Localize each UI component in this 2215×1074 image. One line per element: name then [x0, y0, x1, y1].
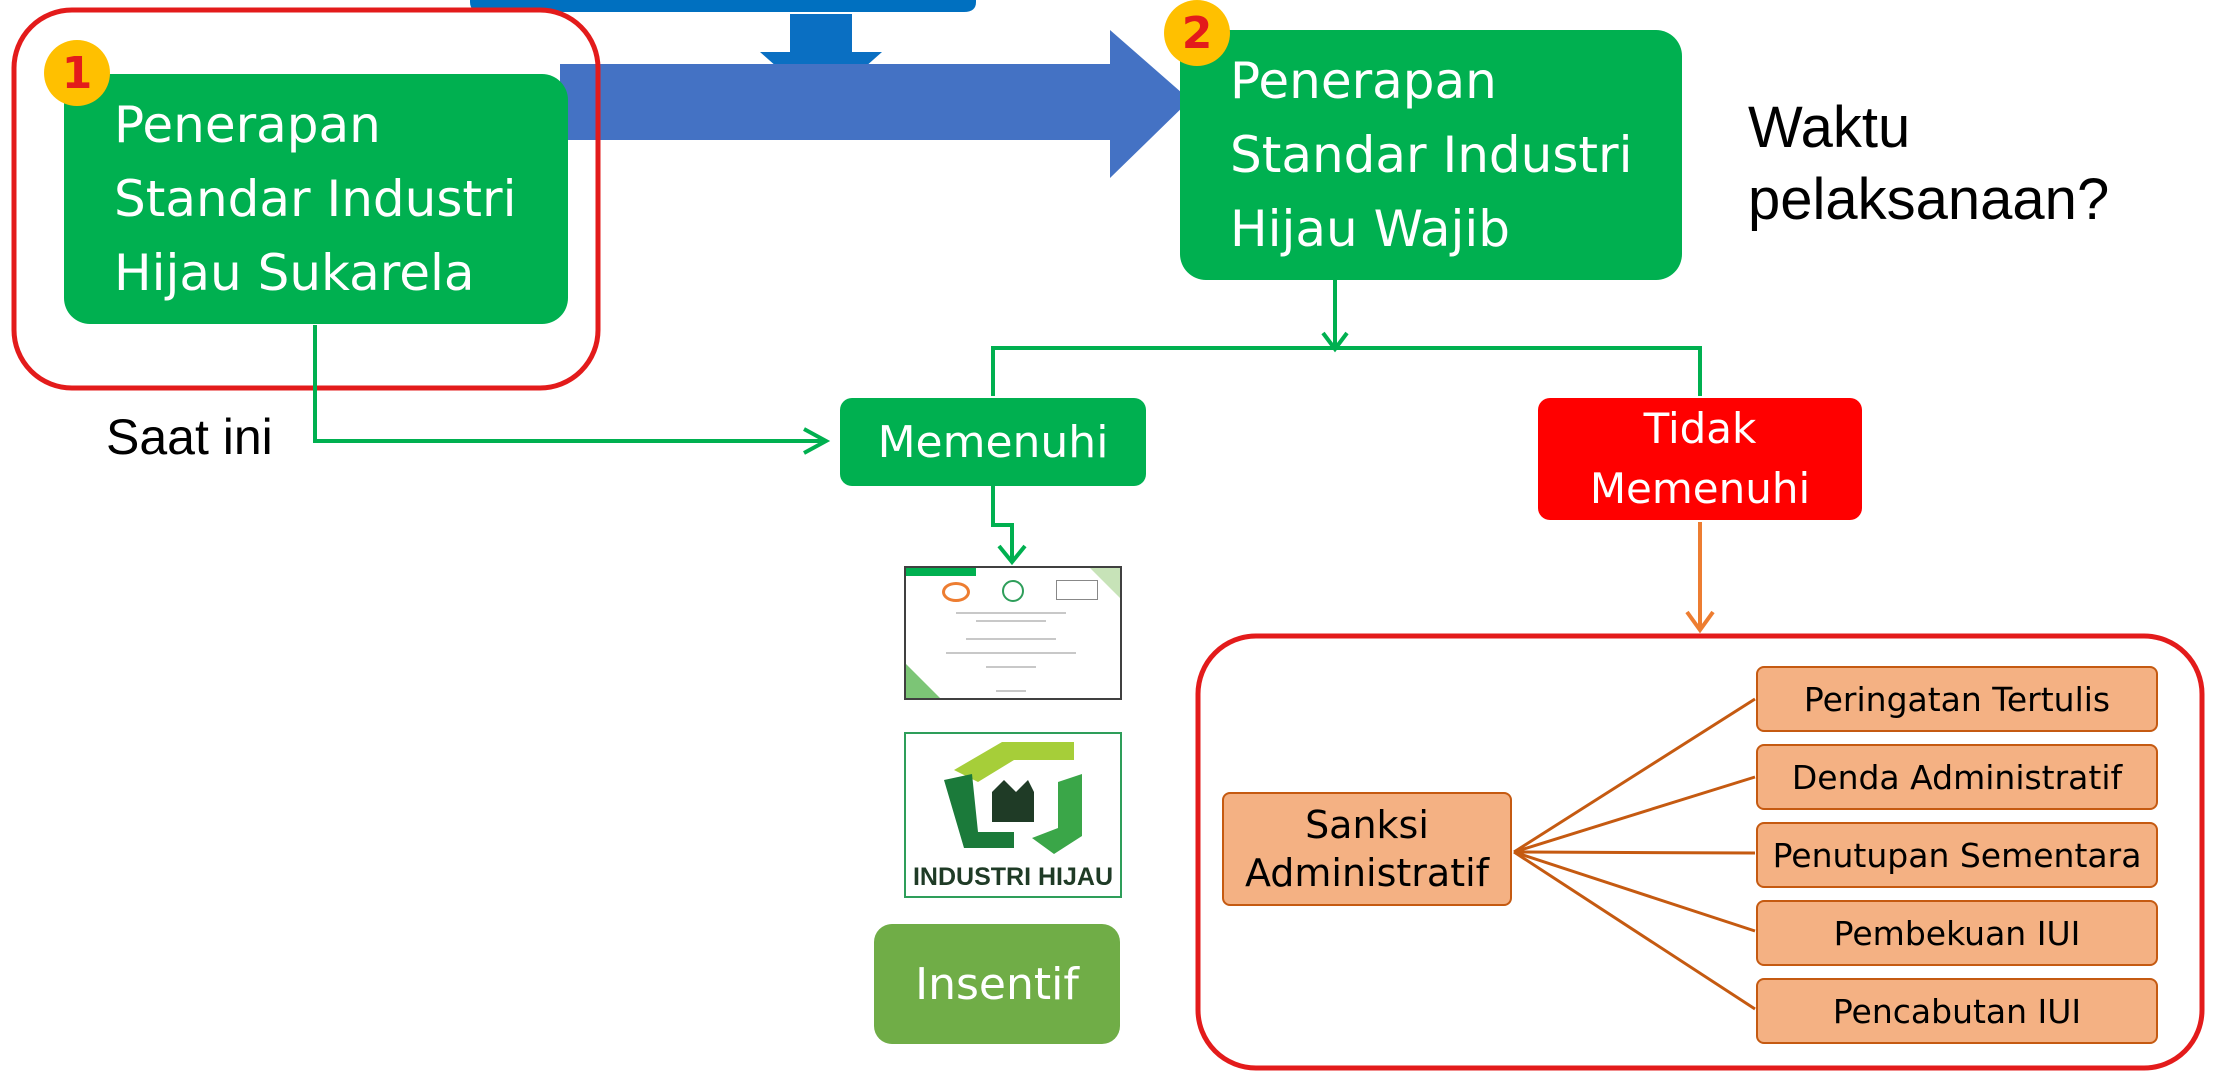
arrow-right-icon	[560, 30, 1190, 178]
question-text: Waktu pelaksanaan?	[1748, 95, 2110, 232]
sanction-item: Pembekuan IUI	[1756, 900, 2158, 966]
tidak-memenuhi-box: Tidak Memenuhi	[1538, 398, 1862, 520]
logo-label: INDUSTRI HIJAU	[912, 863, 1113, 891]
arrow-down-icon	[997, 544, 1027, 566]
industri-hijau-logo: INDUSTRI HIJAU	[904, 732, 1122, 898]
current-label: Saat ini	[106, 409, 273, 465]
certificate-icon	[904, 566, 1122, 700]
memenuhi-box: Memenuhi	[840, 398, 1146, 486]
sanction-item: Denda Administratif	[1756, 744, 2158, 810]
arrow-right-icon	[803, 427, 831, 455]
step2-badge: 2	[1164, 0, 1230, 66]
sanction-item: Peringatan Tertulis	[1756, 666, 2158, 732]
sanctions-group-outline	[1195, 633, 2205, 1071]
insentif-box: Insentif	[874, 924, 1120, 1044]
step1-badge: 1	[44, 40, 110, 106]
sanction-fan-lines	[1513, 697, 1756, 1011]
sanction-item: Penutupan Sementara	[1756, 822, 2158, 888]
step2-box: Penerapan Standar Industri Hijau Wajib	[1180, 30, 1682, 280]
arrow-down-icon	[760, 14, 882, 106]
sanksi-administratif-box: Sanksi Administratif	[1222, 792, 1512, 906]
sanction-item: Pencabutan IUI	[1756, 978, 2158, 1044]
arrow-down-icon	[1685, 610, 1715, 634]
top-box-fragment	[470, 0, 976, 12]
step1-highlight	[11, 7, 601, 391]
step1-box: Penerapan Standar Industri Hijau Sukarel…	[64, 74, 568, 324]
